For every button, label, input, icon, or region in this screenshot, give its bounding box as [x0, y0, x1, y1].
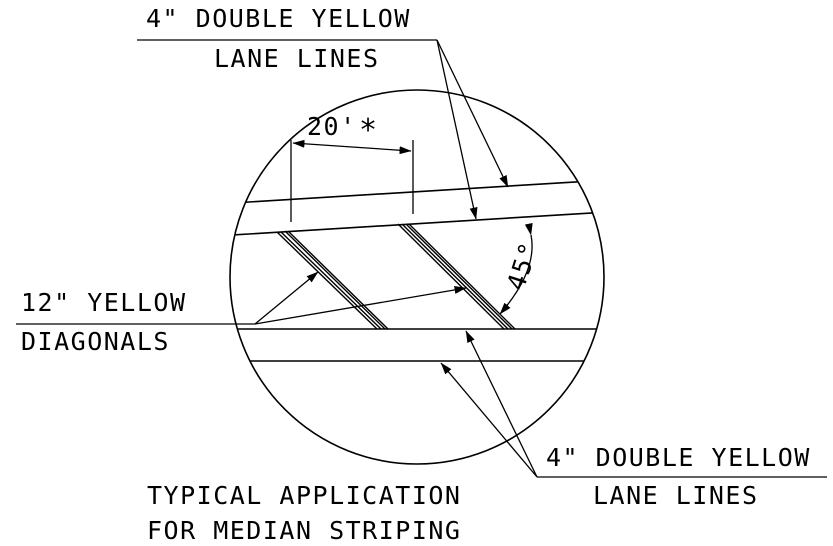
top-leader-lower — [436, 39, 478, 220]
top-callout-line1: 4" DOUBLE YELLOW — [146, 4, 411, 33]
yellow-diagonal-right — [397, 223, 516, 330]
left-callout-line1: 12" YELLOW — [21, 288, 187, 317]
upper-lane-line-outer — [230, 177, 604, 206]
dimension-line — [292, 139, 353, 148]
top-callout-line2: LANE LINES — [214, 44, 380, 73]
angle-arc — [499, 222, 533, 315]
spacing-dimension-label: 20' — [307, 112, 357, 141]
spacing-dimension: 20' * — [290, 112, 414, 222]
bottom-leader-lower — [440, 362, 538, 478]
upper-lane-line-inner — [230, 209, 604, 238]
angle-dimension: 45° — [499, 222, 544, 315]
lane-lines — [230, 177, 604, 362]
caption-line2: FOR MEDIAN STRIPING — [147, 516, 461, 545]
angle-label: 45° — [501, 238, 544, 294]
bottom-lane-lines-callout: 4" DOUBLE YELLOW LANE LINES — [440, 330, 827, 510]
spacing-asterisk: * — [359, 113, 379, 148]
left-leader-lower — [254, 285, 467, 325]
caption-line1: TYPICAL APPLICATION — [147, 481, 461, 510]
bottom-callout-line1: 4" DOUBLE YELLOW — [546, 443, 811, 472]
bottom-callout-line2: LANE LINES — [593, 481, 759, 510]
top-lane-lines-callout: 4" DOUBLE YELLOW LANE LINES — [137, 4, 509, 220]
left-callout-line2: DIAGONALS — [21, 327, 170, 356]
top-leader-upper — [436, 39, 509, 188]
detail-circle — [229, 89, 605, 465]
bottom-leader-upper — [465, 330, 538, 478]
diagram-caption: TYPICAL APPLICATION FOR MEDIAN STRIPING — [147, 481, 461, 545]
yellow-diagonal-left — [276, 230, 389, 330]
left-leader-upper — [254, 271, 319, 325]
diagonals-callout: 12" YELLOW DIAGONALS — [16, 271, 467, 356]
